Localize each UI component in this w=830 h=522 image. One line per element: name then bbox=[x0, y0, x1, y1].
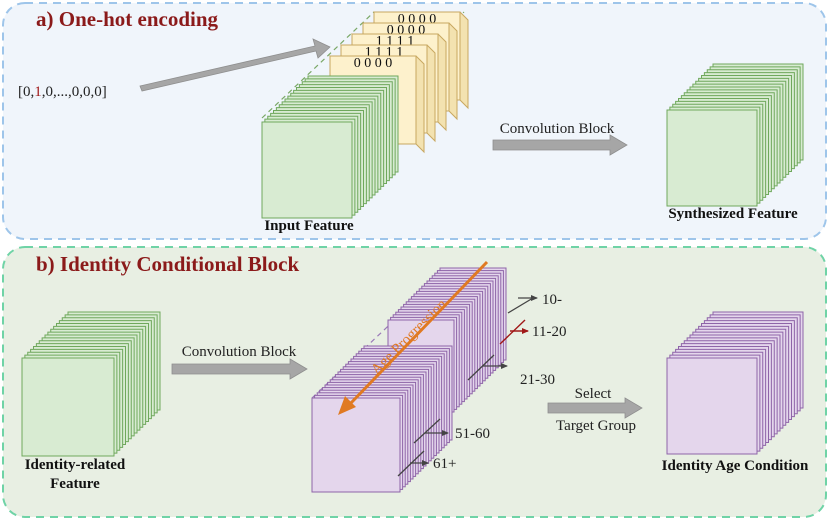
panel-a-title: a) One-hot encoding bbox=[36, 7, 219, 31]
synthesized-feature-label: Synthesized Feature bbox=[668, 206, 798, 222]
group-arrow-10 bbox=[507, 297, 534, 314]
select-arrow bbox=[547, 397, 643, 419]
onehot-plane-bits: 0 0 0 0 bbox=[354, 56, 393, 71]
select-label-line2: Target Group bbox=[556, 418, 636, 434]
panel-a: a) One-hot encoding [0,1,0,...,0,0,0] 0 … bbox=[2, 2, 827, 240]
input-feature-label: Input Feature bbox=[264, 218, 354, 234]
feature-layer bbox=[311, 397, 401, 493]
identity-age-condition-cube bbox=[666, 311, 804, 455]
identity-age-condition-label: Identity Age Condition bbox=[662, 458, 809, 474]
select-label-line1: Select bbox=[575, 386, 612, 402]
group-label-51-60: 51-60 bbox=[455, 426, 490, 442]
onehot-vector-suffix: ,0,...,0,0,0] bbox=[42, 84, 107, 100]
projection-line bbox=[261, 11, 375, 119]
group-label-11-20: 11-20 bbox=[532, 324, 566, 340]
input-feature-cube bbox=[261, 75, 399, 219]
feature-layer bbox=[21, 357, 115, 457]
group-label-61: 61+ bbox=[433, 456, 456, 472]
feature-layer bbox=[261, 121, 353, 219]
group-arrow-51-60 bbox=[413, 418, 441, 444]
onehot-vector-prefix: [0, bbox=[18, 84, 34, 100]
feature-layer bbox=[666, 357, 758, 455]
identity-related-cube bbox=[21, 311, 161, 457]
group-arrow-21-30 bbox=[467, 354, 495, 381]
panel-b: b) Identity Conditional Block Identity-r… bbox=[2, 246, 827, 518]
conv-block-label-b: Convolution Block bbox=[182, 344, 297, 360]
group-arrow-11-20 bbox=[499, 319, 526, 345]
conv-block-label-a: Convolution Block bbox=[500, 121, 615, 137]
vector-to-planes-arrow bbox=[139, 38, 331, 92]
feature-layer bbox=[666, 109, 758, 207]
identity-related-label-line1: Identity-related bbox=[25, 457, 126, 473]
panel-b-title: b) Identity Conditional Block bbox=[36, 252, 299, 276]
group-label-10: 10- bbox=[542, 292, 562, 308]
age-progression-arrow bbox=[348, 260, 489, 406]
conv-arrow-b bbox=[171, 358, 308, 380]
onehot-vector: [0,1,0,...,0,0,0] bbox=[18, 84, 107, 100]
synthesized-feature-cube bbox=[666, 63, 804, 207]
age-progression-arrowhead bbox=[338, 396, 356, 415]
age-group-stack-front bbox=[311, 345, 453, 493]
identity-related-label-line2: Feature bbox=[50, 476, 100, 492]
group-label-21-30: 21-30 bbox=[520, 372, 555, 388]
conv-arrow-a bbox=[492, 134, 628, 156]
onehot-vector-hot-bit: 1 bbox=[34, 84, 42, 100]
